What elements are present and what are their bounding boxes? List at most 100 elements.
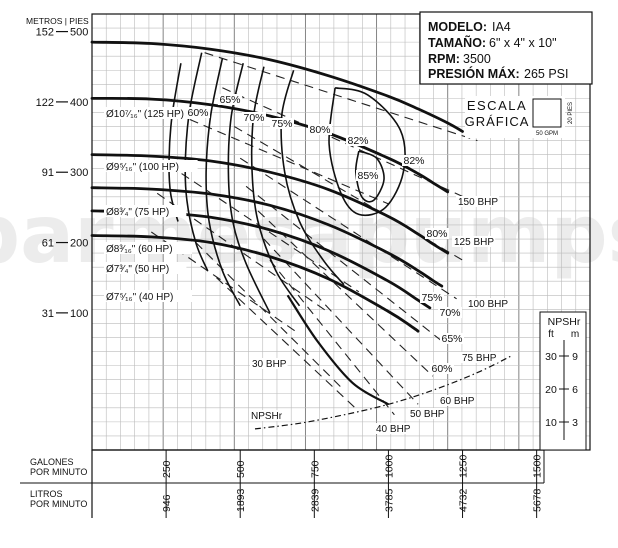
y-tick-m-4: 31 [42, 308, 54, 320]
model-value: IA4 [492, 20, 511, 34]
bhp-label-0: 150 BHP [458, 197, 498, 208]
efficiency-label-3: 75% [271, 118, 292, 130]
impeller-curve-3 [90, 186, 444, 288]
efficiency-contour-5 [280, 70, 345, 286]
npshr-panel-title: NPSHr [548, 316, 581, 328]
impeller-label-bg-0 [104, 107, 204, 119]
bhp-dashed-line-3 [239, 157, 457, 300]
lpm-tick-3: 3785 [383, 488, 395, 512]
efficiency-label-bg-3 [270, 118, 294, 129]
size-label: TAMAÑO: [428, 35, 486, 50]
impeller-label-0: Ø10⁷⁄₁₆" (125 HP) [106, 109, 184, 120]
impeller-label-bg-1 [104, 160, 198, 172]
npshr-line [254, 354, 514, 430]
lpm-tick-0: 946 [161, 494, 173, 512]
bhp-label-bg-1 [452, 236, 496, 247]
impeller-label-4: Ø7³⁄₄" (50 HP) [106, 264, 169, 275]
efficiency-label-bg-12 [430, 363, 454, 374]
scale-line2: GRÁFICA [465, 114, 530, 129]
plot-frame [20, 13, 591, 518]
scale-square [532, 98, 562, 128]
gpm-tick-2: 750 [309, 460, 321, 478]
bhp-label-bg-7 [250, 358, 288, 369]
bhp-dashed-line-8 [189, 118, 389, 205]
scale-bottom: 50 GPM [536, 131, 558, 137]
efficiency-label-bg-5 [346, 135, 370, 146]
bhp-label-2: 100 BHP [468, 299, 508, 310]
bhp-dashed-line-4 [245, 185, 443, 342]
npshr-curve-label: NPSHr [251, 411, 283, 422]
impeller-label-3: Ø8³⁄₁₆" (60 HP) [106, 244, 173, 255]
bhp-label-6: 40 BHP [376, 424, 411, 435]
rpm-value: 3500 [463, 52, 491, 66]
y-tick-m-0: 152 [36, 27, 54, 39]
gpm-tick-4: 1250 [458, 454, 470, 478]
gpm-tick-0: 250 [161, 460, 173, 478]
model-label: MODELO: [428, 20, 487, 34]
y-tick-m-2: 91 [42, 167, 54, 179]
bhp-label-bg-6 [374, 423, 412, 434]
y-tick-m-3: 61 [42, 238, 54, 250]
npshr-curve-label-bg [249, 410, 283, 421]
gpm-axis-title-1: GALONES [30, 457, 74, 467]
bhp-dashed-line-13 [216, 277, 360, 412]
npshr-col-ft: ft [548, 329, 554, 340]
bhp-dashed-line-9 [168, 164, 360, 293]
efficiency-label-12: 60% [431, 363, 452, 375]
efficiency-label-8: 80% [426, 228, 447, 240]
efficiency-label-bg-10 [438, 307, 462, 318]
impeller-curve-5 [90, 234, 420, 333]
lower-boundary [286, 294, 389, 406]
pressure-value: 265 PSI [524, 67, 568, 81]
y-tick-ft-0: 500 [70, 27, 88, 39]
efficiency-loop-85 [354, 150, 385, 203]
impeller-label-bg-4 [104, 262, 187, 274]
rpm-label: RPM: [428, 52, 460, 66]
efficiency-label-bg-11 [440, 333, 464, 344]
efficiency-label-4: 80% [309, 124, 330, 136]
efficiency-label-6: 85% [357, 170, 378, 182]
bhp-dashed-line-5 [257, 210, 434, 377]
bhp-label-bg-0 [456, 196, 500, 207]
scale-line1: ESCALA [467, 98, 527, 113]
npshr-curve [254, 354, 514, 430]
bhp-label-5: 50 BHP [410, 409, 445, 420]
efficiency-label-bg-0 [186, 107, 210, 118]
spec-box-frame [419, 11, 593, 85]
efficiency-label-bg-7 [402, 155, 426, 166]
efficiency-label-bg-9 [420, 292, 444, 303]
bhp-dashed-line-7 [269, 259, 395, 416]
bhp-label-3: 75 BHP [462, 353, 497, 364]
lpm-axis-title-2: POR MINUTO [30, 499, 87, 509]
bhp-label-1: 125 BHP [454, 237, 494, 248]
lpm-tick-4: 4732 [458, 488, 470, 512]
efficiency-label-bg-1 [218, 94, 242, 105]
impeller-label-bg-2 [104, 205, 187, 217]
bhp-label-bg-4 [438, 395, 476, 406]
npshr-panel: NPSHr ft m 30 9 20 6 10 3 [539, 311, 587, 451]
efficiency-contour-2 [205, 58, 241, 307]
bhp-dashed-line-6 [263, 238, 419, 405]
lpm-axis-title-1: LITROS [30, 489, 63, 499]
efficiency-label-bg-8 [425, 228, 449, 239]
efficiency-label-11: 65% [441, 333, 462, 345]
npshr-row-3-m: 3 [572, 417, 578, 429]
efficiency-label-0: 60% [187, 107, 208, 119]
impeller-curve-0 [90, 40, 464, 133]
lpm-tick-5: 5678 [532, 488, 544, 512]
npshr-row-2-m: 6 [572, 384, 578, 396]
y-tick-ft-4: 100 [70, 308, 88, 320]
efficiency-label-7: 82% [403, 155, 424, 167]
bhp-label-bg-3 [460, 352, 498, 363]
lpm-tick-2: 2839 [309, 488, 321, 512]
impeller-label-bg-3 [104, 242, 192, 254]
gpm-tick-3: 1000 [383, 454, 395, 478]
efficiency-label-bg-2 [242, 112, 266, 123]
efficiency-label-bg-4 [308, 124, 332, 135]
bhp-label-bg-5 [408, 408, 446, 419]
gpm-tick-1: 500 [235, 460, 247, 478]
graphic-scale: ESCALA GRÁFICA 20 PIES 50 GPM [465, 96, 574, 138]
